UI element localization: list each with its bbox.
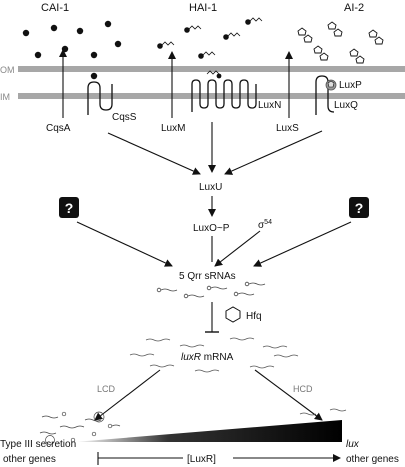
outer-membrane xyxy=(18,66,405,72)
sigma-superscript: 54 xyxy=(264,219,272,226)
luxM-label: LuxM xyxy=(161,123,185,134)
srna-molecules xyxy=(156,281,266,299)
cai1-molecules xyxy=(22,20,122,59)
luxN-label: LuxN xyxy=(258,100,281,111)
sigma-label: σ54 xyxy=(258,219,272,231)
ai2-label: AI-2 xyxy=(344,2,364,14)
luxP-label: LuxP xyxy=(339,80,362,91)
hcd-arrow xyxy=(254,369,323,421)
hfq-label: Hfq xyxy=(246,311,262,322)
hai1-molecules xyxy=(157,17,263,59)
unknown-right-arrow xyxy=(253,221,352,267)
lcd-arrow xyxy=(94,369,161,421)
hcd-label: HCD xyxy=(293,384,313,394)
luxR-mrna-label: luxR mRNA xyxy=(181,352,234,363)
cqsS-to-luxU-arrow xyxy=(107,132,201,175)
inner-membrane xyxy=(18,93,405,99)
luxO-label: LuxO~P xyxy=(193,223,230,234)
luxR-concentration-wedge xyxy=(74,420,342,442)
lcd-label: LCD xyxy=(97,384,116,394)
lcd-srna-mrna-complexes xyxy=(39,411,121,445)
type3-secretion-label: Type III secretion xyxy=(0,439,76,450)
luxQ-to-luxU-arrow xyxy=(224,130,323,175)
cqsA-label: CqsA xyxy=(46,123,71,134)
srna-label: 5 Qrr sRNAs xyxy=(179,271,236,282)
mrna-molecules xyxy=(129,337,299,373)
unknown-input-right: ? xyxy=(349,197,369,218)
lux-label: lux xyxy=(346,439,360,450)
cqsS-receptor xyxy=(87,72,113,115)
unknown-left-arrow xyxy=(76,221,173,267)
other-genes-left-label: other genes xyxy=(3,454,56,465)
sigma-connector xyxy=(214,230,261,267)
luxR-bracket-label: [LuxR] xyxy=(187,454,216,465)
hai1-label: HAI-1 xyxy=(189,2,217,14)
luxS-label: LuxS xyxy=(276,123,299,134)
hfq-icon xyxy=(225,306,241,323)
luxQ-label: LuxQ xyxy=(334,100,358,111)
ai2-molecules xyxy=(297,21,384,64)
luxU-label: LuxU xyxy=(199,182,222,193)
cqsS-label: CqsS xyxy=(112,112,137,123)
luxPQ-receptor xyxy=(315,75,337,115)
luxN-receptor xyxy=(191,70,257,112)
unknown-left-label: ? xyxy=(65,200,74,216)
unknown-input-left: ? xyxy=(59,197,79,218)
im-label: IM xyxy=(0,92,10,102)
other-genes-right-label: other genes xyxy=(346,454,399,465)
unknown-right-label: ? xyxy=(355,200,364,216)
om-label: OM xyxy=(0,65,15,75)
cai1-label: CAI-1 xyxy=(41,2,69,14)
